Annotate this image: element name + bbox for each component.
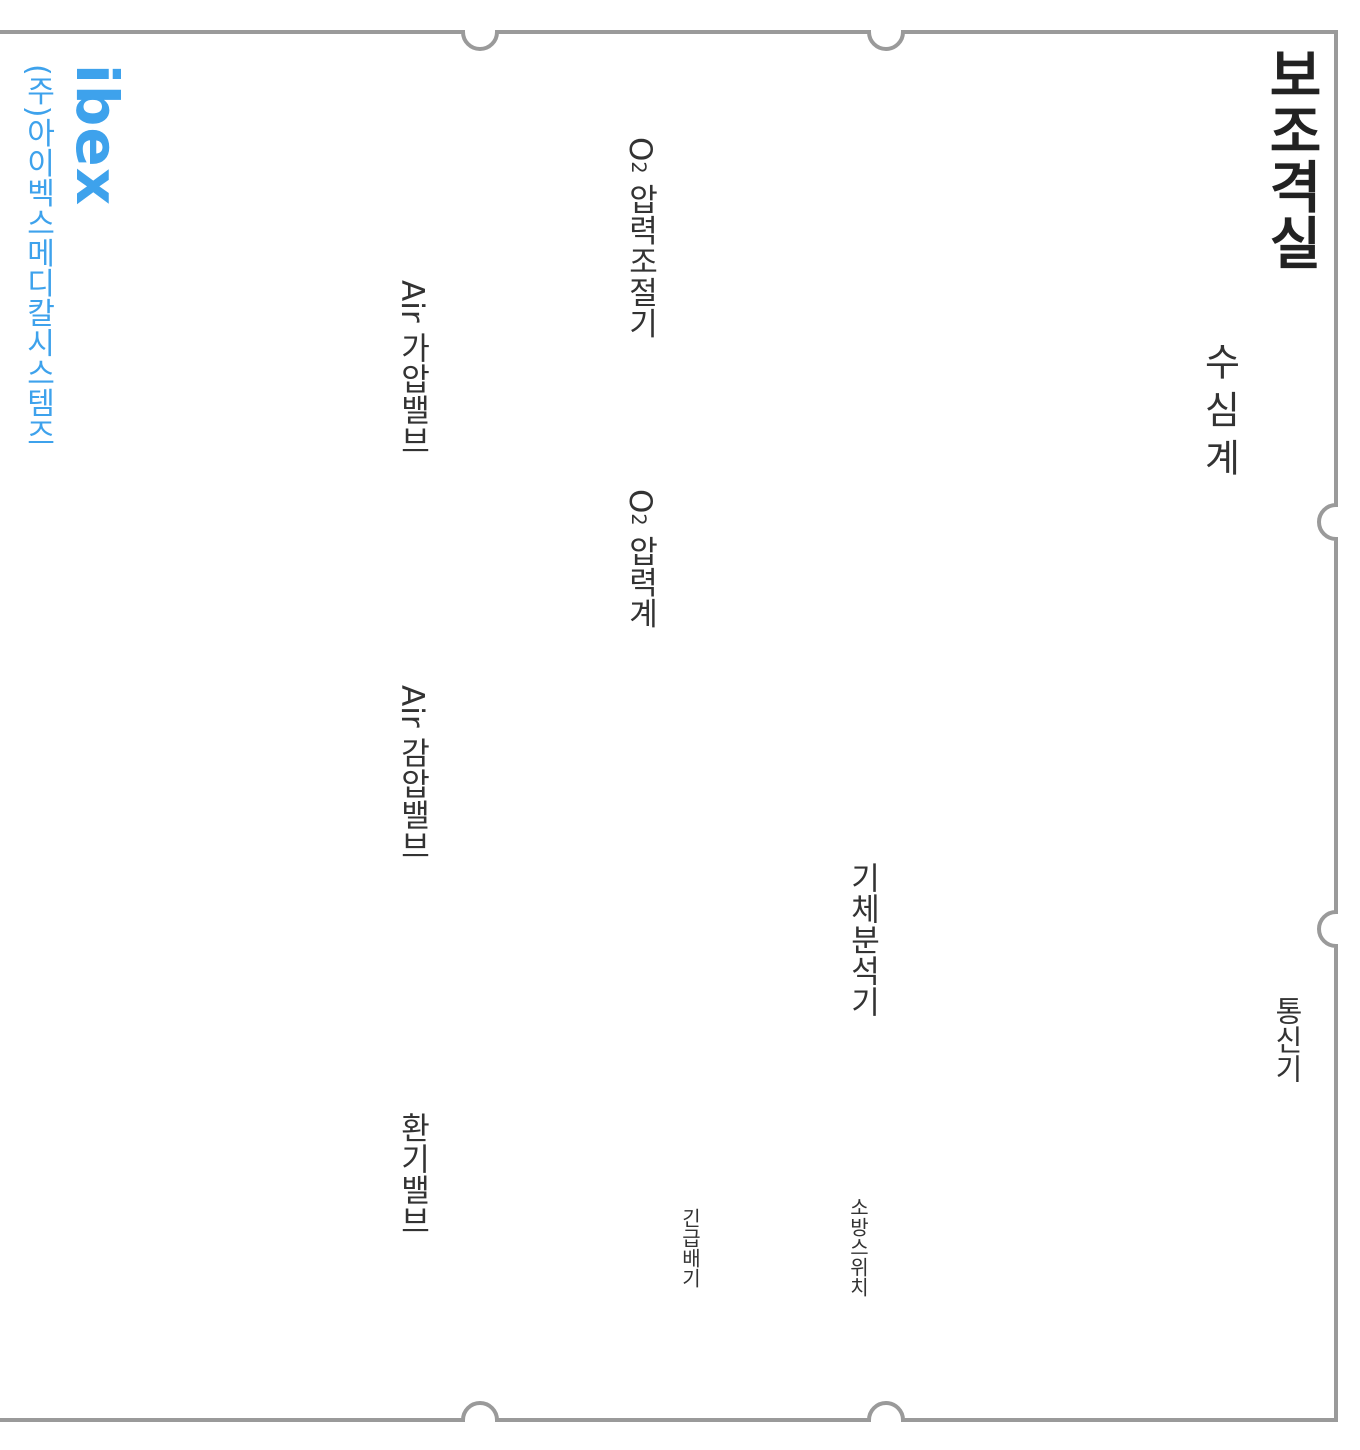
o2-gauge-subscript: 2 (627, 513, 651, 526)
o2-gauge-prefix: O (622, 489, 658, 514)
ventilation-valve-label: 환기밸브 (394, 1112, 430, 1236)
o2-regulator-subscript: 2 (627, 161, 651, 174)
communicator-label: 통신기 (1270, 996, 1304, 1083)
air-depressurize-valve-label: Air 감압밸브 (394, 685, 430, 862)
gas-analyzer-label: 기체분석기 (844, 862, 880, 1017)
page-title: 보조격실 (1258, 46, 1323, 270)
o2-pressure-gauge-label: O2 압력계 (622, 489, 658, 629)
o2-regulator-prefix: O (622, 137, 658, 162)
air-pressurize-valve-label: Air 가압밸브 (394, 280, 430, 457)
o2-pressure-regulator-label: O2 압력조절기 (622, 137, 658, 339)
brand-logo: ibex (63, 64, 131, 207)
emergency-exhaust-label: 긴급배기 (678, 1208, 702, 1288)
o2-gauge-suffix: 압력계 (622, 525, 658, 629)
company-name: (주)아이벡스메디칼시스템즈 (20, 64, 55, 448)
fire-switch-label: 소방스위치 (846, 1197, 870, 1297)
o2-regulator-suffix: 압력조절기 (622, 173, 658, 339)
depth-gauge-label: 수심계 (1197, 342, 1241, 486)
